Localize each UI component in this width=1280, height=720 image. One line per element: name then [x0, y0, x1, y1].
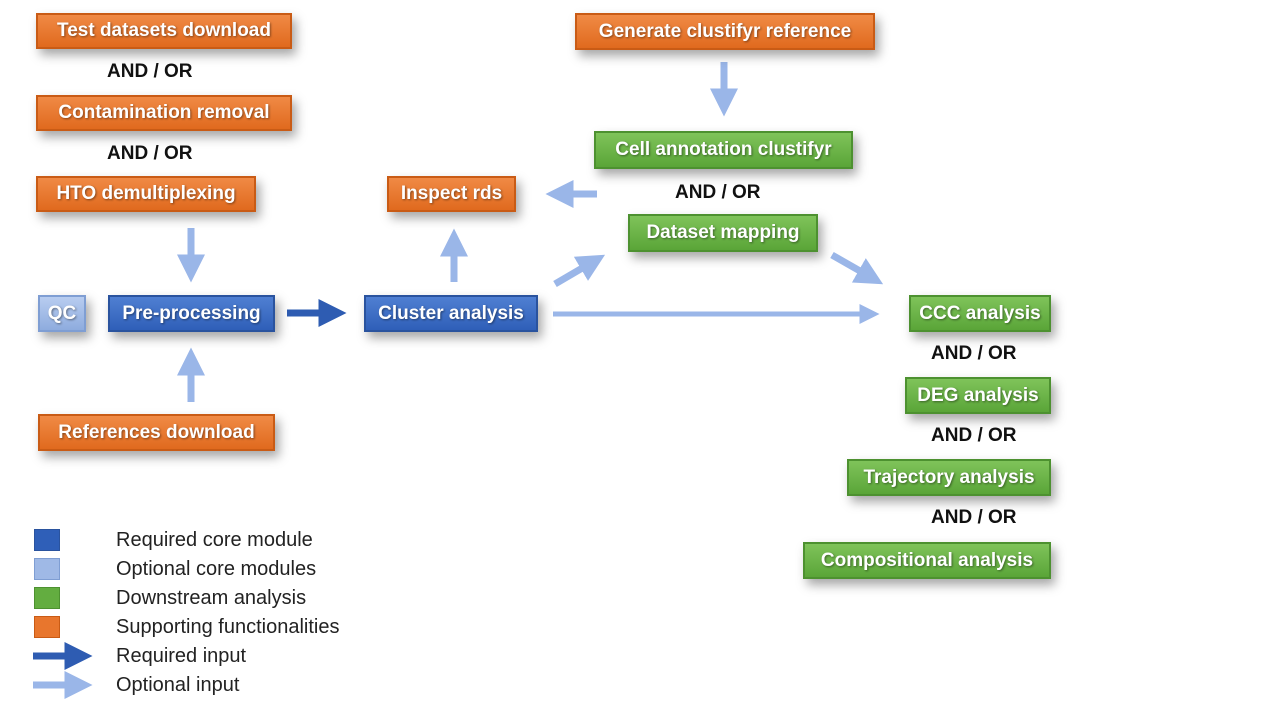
and-or-label: AND / OR — [107, 61, 193, 82]
legend-label-optional-input: Optional input — [116, 674, 240, 696]
node-hto-demultiplexing: HTO demultiplexing — [36, 176, 256, 212]
node-generate-clustifyr-reference: Generate clustifyr reference — [575, 13, 875, 50]
node-cell-annotation-clustifyr: Cell annotation clustifyr — [594, 131, 853, 169]
legend-label-optional-core: Optional core modules — [116, 558, 317, 580]
legend-swatch-optional-core — [34, 558, 60, 580]
node-cluster-analysis: Cluster analysis — [364, 295, 538, 332]
node-deg-analysis: DEG analysis — [905, 377, 1051, 414]
node-inspect-rds: Inspect rds — [387, 176, 516, 212]
node-dataset-mapping: Dataset mapping — [628, 214, 818, 252]
node-pre-processing: Pre-processing — [108, 295, 275, 332]
legend-label-downstream: Downstream analysis — [116, 587, 307, 609]
node-qc: QC — [38, 295, 86, 332]
legend-swatch-supporting — [34, 616, 60, 638]
and-or-label: AND / OR — [675, 182, 761, 203]
legend-label-supporting: Supporting functionalities — [116, 616, 340, 638]
arrow-mapping-to-ccc — [830, 251, 884, 285]
and-or-label: AND / OR — [931, 507, 1017, 528]
legend-swatch-downstream — [34, 587, 60, 609]
legend-label-required-core: Required core module — [116, 529, 313, 551]
node-references-download: References download — [38, 414, 275, 451]
node-trajectory-analysis: Trajectory analysis — [847, 459, 1051, 496]
arrow-cluster-to-mapping — [553, 254, 606, 288]
node-contamination-removal: Contamination removal — [36, 95, 292, 131]
and-or-label: AND / OR — [931, 425, 1017, 446]
legend-label-required-input: Required input — [116, 645, 247, 667]
node-compositional-analysis: Compositional analysis — [803, 542, 1051, 579]
node-test-datasets-download: Test datasets download — [36, 13, 292, 49]
and-or-label: AND / OR — [931, 343, 1017, 364]
legend-swatch-required-core — [34, 529, 60, 551]
and-or-label: AND / OR — [107, 143, 193, 164]
node-ccc-analysis: CCC analysis — [909, 295, 1051, 332]
